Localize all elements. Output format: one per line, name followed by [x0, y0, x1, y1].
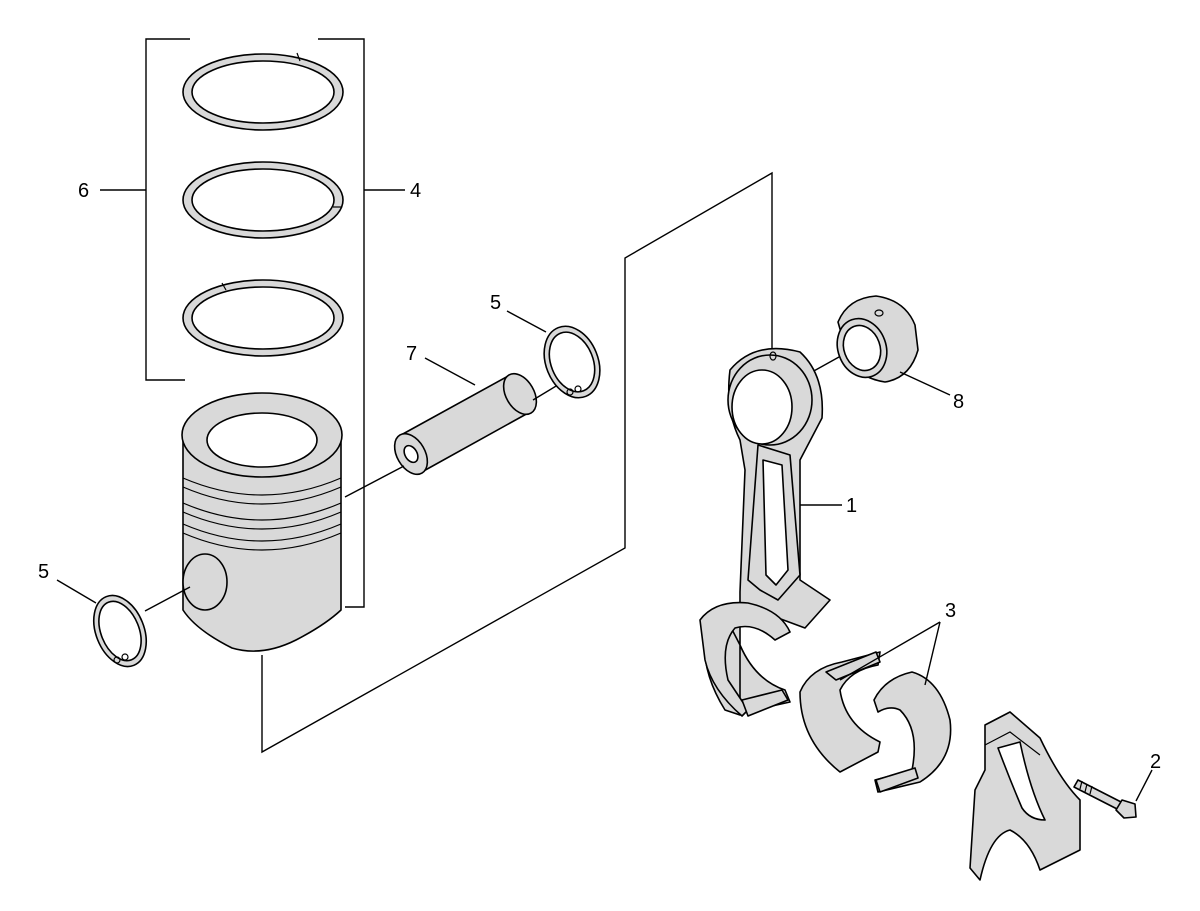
callout-circlip-lower: 5: [38, 561, 49, 583]
ring-set-bracket: [100, 38, 405, 608]
callout-bearing-shells: 3: [945, 600, 956, 622]
piston: [181, 392, 343, 652]
callout-circlip-upper: 5: [490, 292, 501, 314]
piston-ring-middle: [182, 161, 344, 239]
callout-small-end-bushing: 8: [953, 391, 964, 413]
callout-piston-pin: 7: [406, 343, 417, 365]
circlip-upper: [543, 325, 601, 399]
rod-bolt: [1073, 779, 1137, 819]
callout-conrod: 1: [846, 495, 857, 517]
bearing-shell-upper: [799, 651, 881, 773]
bearing-shell-lower: [873, 671, 952, 793]
small-end-bushing: [836, 295, 919, 383]
piston-pin: [344, 372, 577, 498]
piston-ring-oil: [182, 279, 344, 357]
callout-leaders: [56, 310, 1153, 802]
piston-ring-top: [182, 52, 344, 131]
callout-rings: 6: [78, 180, 89, 202]
bearing-leader-lines: [839, 621, 941, 686]
callout-bolt: 2: [1150, 751, 1161, 773]
circlip-lower: [92, 586, 191, 668]
rod-cap: [969, 711, 1081, 881]
callout-ring-set: 4: [410, 180, 421, 202]
connecting-rod: [699, 347, 831, 717]
